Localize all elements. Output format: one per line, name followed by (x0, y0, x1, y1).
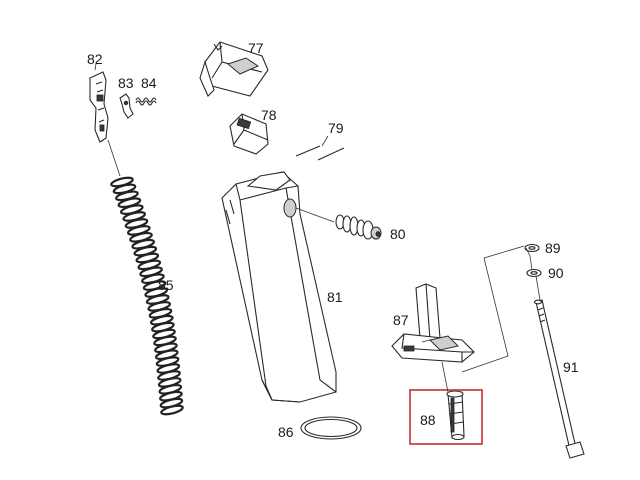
label-77: 77 (248, 40, 264, 56)
label-89: 89 (545, 240, 561, 256)
part-78-block[interactable] (229, 113, 269, 155)
label-91: 91 (563, 359, 579, 375)
part-82-follower-plate[interactable] (89, 71, 109, 143)
label-82: 82 (87, 51, 103, 67)
part-90-washer[interactable] (526, 268, 542, 278)
spring-coil (160, 404, 184, 416)
part-77-magazine-lip[interactable] (199, 41, 269, 97)
part-87-follower-base[interactable] (391, 283, 475, 363)
part-86-o-ring[interactable] (300, 416, 362, 440)
assembly-line-right (461, 245, 541, 373)
label-90: 90 (548, 265, 564, 281)
label-78: 78 (261, 107, 277, 123)
assembly-line-88 (441, 361, 449, 393)
label-80: 80 (390, 226, 406, 242)
part-88-valve-stem[interactable] (446, 390, 465, 441)
part-85-magazine-spring[interactable] (110, 176, 184, 416)
label-85: 85 (158, 277, 174, 293)
label-86: 86 (278, 424, 294, 440)
label-88: 88 (420, 412, 436, 428)
label-79: 79 (328, 120, 344, 136)
part-79-pins[interactable] (295, 145, 345, 161)
part-84-small-spring[interactable] (135, 97, 157, 106)
label-81: 81 (327, 289, 343, 305)
part-91-screw-rod[interactable] (533, 299, 585, 459)
part-80-valve[interactable] (335, 214, 382, 240)
label-84: 84 (141, 75, 157, 91)
part-81-magazine-body[interactable] (221, 171, 337, 403)
label-83: 83 (118, 75, 134, 91)
part-89-washer[interactable] (524, 243, 540, 253)
part-83-lever[interactable] (119, 93, 134, 119)
highlight-box-88 (409, 389, 483, 445)
label-87: 87 (393, 312, 409, 328)
